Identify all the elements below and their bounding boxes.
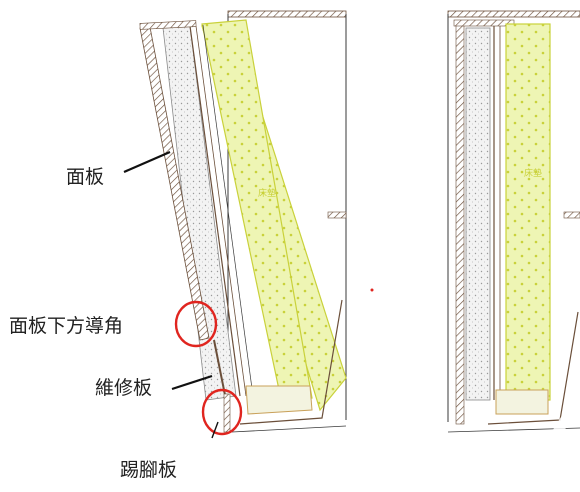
maintenance-leader-line [171,374,213,391]
right-cabinet-top-bar [447,10,580,18]
left-kick-plate [223,393,231,433]
left-frame-line-3 [202,24,254,397]
left-tray-lip [239,299,343,425]
left-section-drawing: 床墊 [139,10,347,433]
left-mattress-mark: 床墊 [258,187,276,199]
left-frame-line-2 [195,25,247,397]
right-face-board [455,23,465,425]
left-wall-bracket [327,211,347,219]
right-mattress-mark: 床墊 [524,167,542,179]
watermark-stroke [515,393,580,492]
left-floor-line [231,425,347,433]
right-top-cap [453,19,515,27]
red-marker-dot [370,288,374,292]
kick-plate-leader-line [211,421,219,439]
chamfer-highlight-circle [174,300,218,348]
left-top-cap [139,20,197,30]
label-maintenance-panel: 維修板 [95,377,152,399]
right-concrete-panel [465,27,491,401]
right-wall-bracket [563,211,580,219]
kick-plate-highlight-circle [201,388,243,436]
panel-leader-line [123,150,171,174]
right-section-drawing: 床墊 [447,10,580,433]
right-mattress [505,23,551,401]
left-mattress-body [201,19,313,405]
label-kick-plate: 踢腳板 [120,459,177,481]
left-frame-line-1 [189,25,241,397]
label-panel: 面板 [66,166,104,188]
left-bottom-tray [245,385,313,415]
left-cabinet-top-bar [227,10,347,18]
label-panel-bottom-chamfer: 面板下方導角 [9,315,123,337]
right-bottom-tray [495,389,549,415]
